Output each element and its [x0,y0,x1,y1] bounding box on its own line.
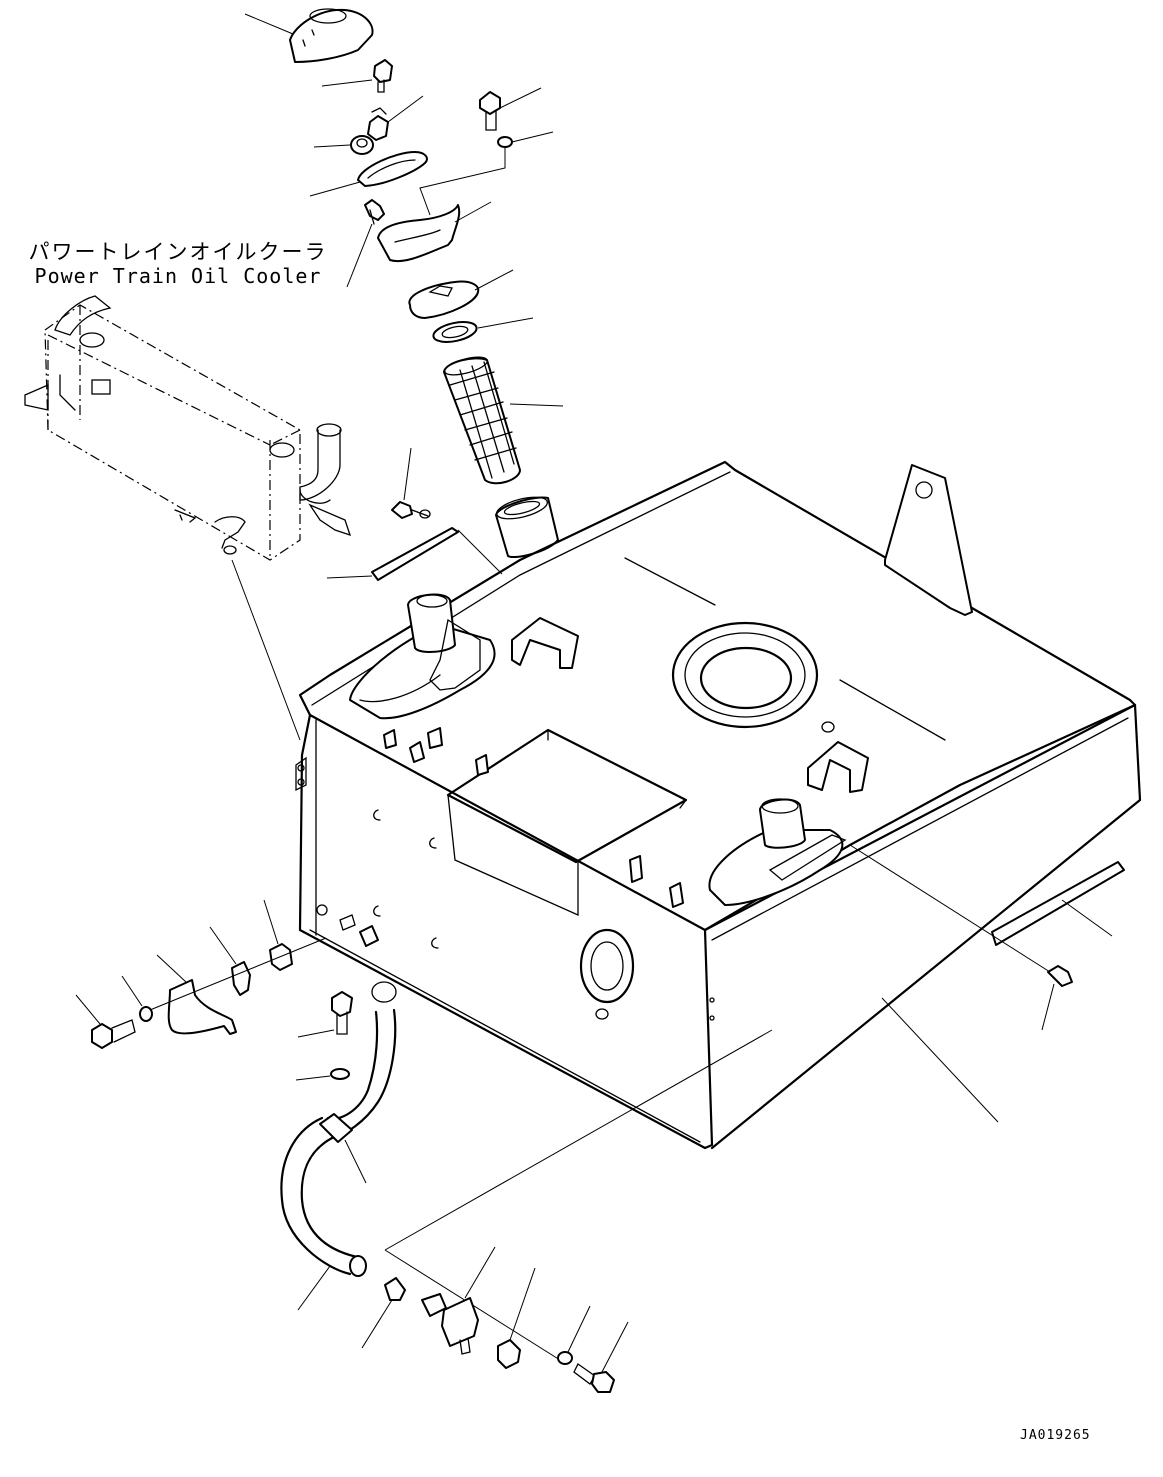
leader-wing-mid [403,447,412,501]
plug [497,1339,521,1369]
leader-strainer [509,403,564,407]
cap-cover [377,204,461,263]
filler-flange [408,280,480,319]
leader-cap [244,13,294,35]
wing-nut-right [1047,965,1073,987]
leader-bolt-hose [297,1029,335,1038]
elbow-fitting [231,961,251,996]
leader-wing-right [1041,983,1055,1031]
leader-adapter [263,899,279,945]
washer [557,1351,573,1365]
bolt-icon [331,991,353,1035]
leader-washer-drain [567,1305,591,1353]
washer [330,1068,350,1080]
side-strap [991,861,1125,946]
leader-stud [387,95,424,123]
leader-nut [313,144,351,148]
hose-icon [280,981,397,1277]
bolt-icon [479,91,501,131]
washer [139,1006,153,1022]
bolt-icon [573,1363,615,1393]
bolt-icon [91,1019,136,1049]
leader-hose [297,1265,331,1311]
leader-wing-top [346,223,373,288]
leader-cover [454,201,492,223]
nut [350,135,374,155]
hydraulic-tank [295,460,1142,1150]
leader-bolt-top [321,79,373,87]
oil-cooler [24,295,352,561]
strap-plate [371,527,459,581]
leader-washer-hose [295,1075,331,1081]
wing-nut-mid [391,501,431,519]
leader-bolt-drain [601,1321,629,1373]
leader-side-strap [1061,899,1113,937]
bolt-icon [373,59,393,93]
leader-flange [474,269,514,291]
cooler-label-english: Power Train Oil Cooler [34,264,322,288]
leader-line-cooler [231,559,301,741]
leader-assembly-line [149,937,327,1011]
leader-clamp [156,954,187,983]
leader-bracket [419,148,506,216]
leader-tank [881,997,999,1123]
wing-bolt-top [364,199,385,225]
leader-clip [361,1299,393,1349]
leader-gasket-lower [477,317,534,329]
gasket-lower [432,321,478,343]
leader-washer-left [121,975,143,1007]
leader-valve [464,1246,496,1299]
drawing-number: JA019265 [1020,1428,1091,1443]
leader-plug [509,1267,536,1341]
strainer-icon [443,356,521,485]
drain-valve [421,1293,479,1355]
hose-clamp [167,979,237,1035]
clip [384,1277,406,1301]
leader-cap-line [849,844,1051,973]
leader-gasket [309,181,361,197]
leader-hose-clamp [344,1139,367,1184]
leader-bolt-left [75,994,101,1025]
washer [497,136,513,148]
leader-bolt-right [499,87,542,109]
leader-washer-right [511,131,554,143]
leader-elbow [209,926,237,965]
tank-cap-icon [289,8,374,63]
filler-neck [495,496,559,558]
adapter [269,943,293,971]
leader-strap [326,575,373,579]
cooler-label-japanese: パワートレインオイルクーラ [28,240,328,264]
gasket-ring [357,151,428,187]
valve-stud [367,107,389,141]
leader-strap-right [457,529,503,575]
